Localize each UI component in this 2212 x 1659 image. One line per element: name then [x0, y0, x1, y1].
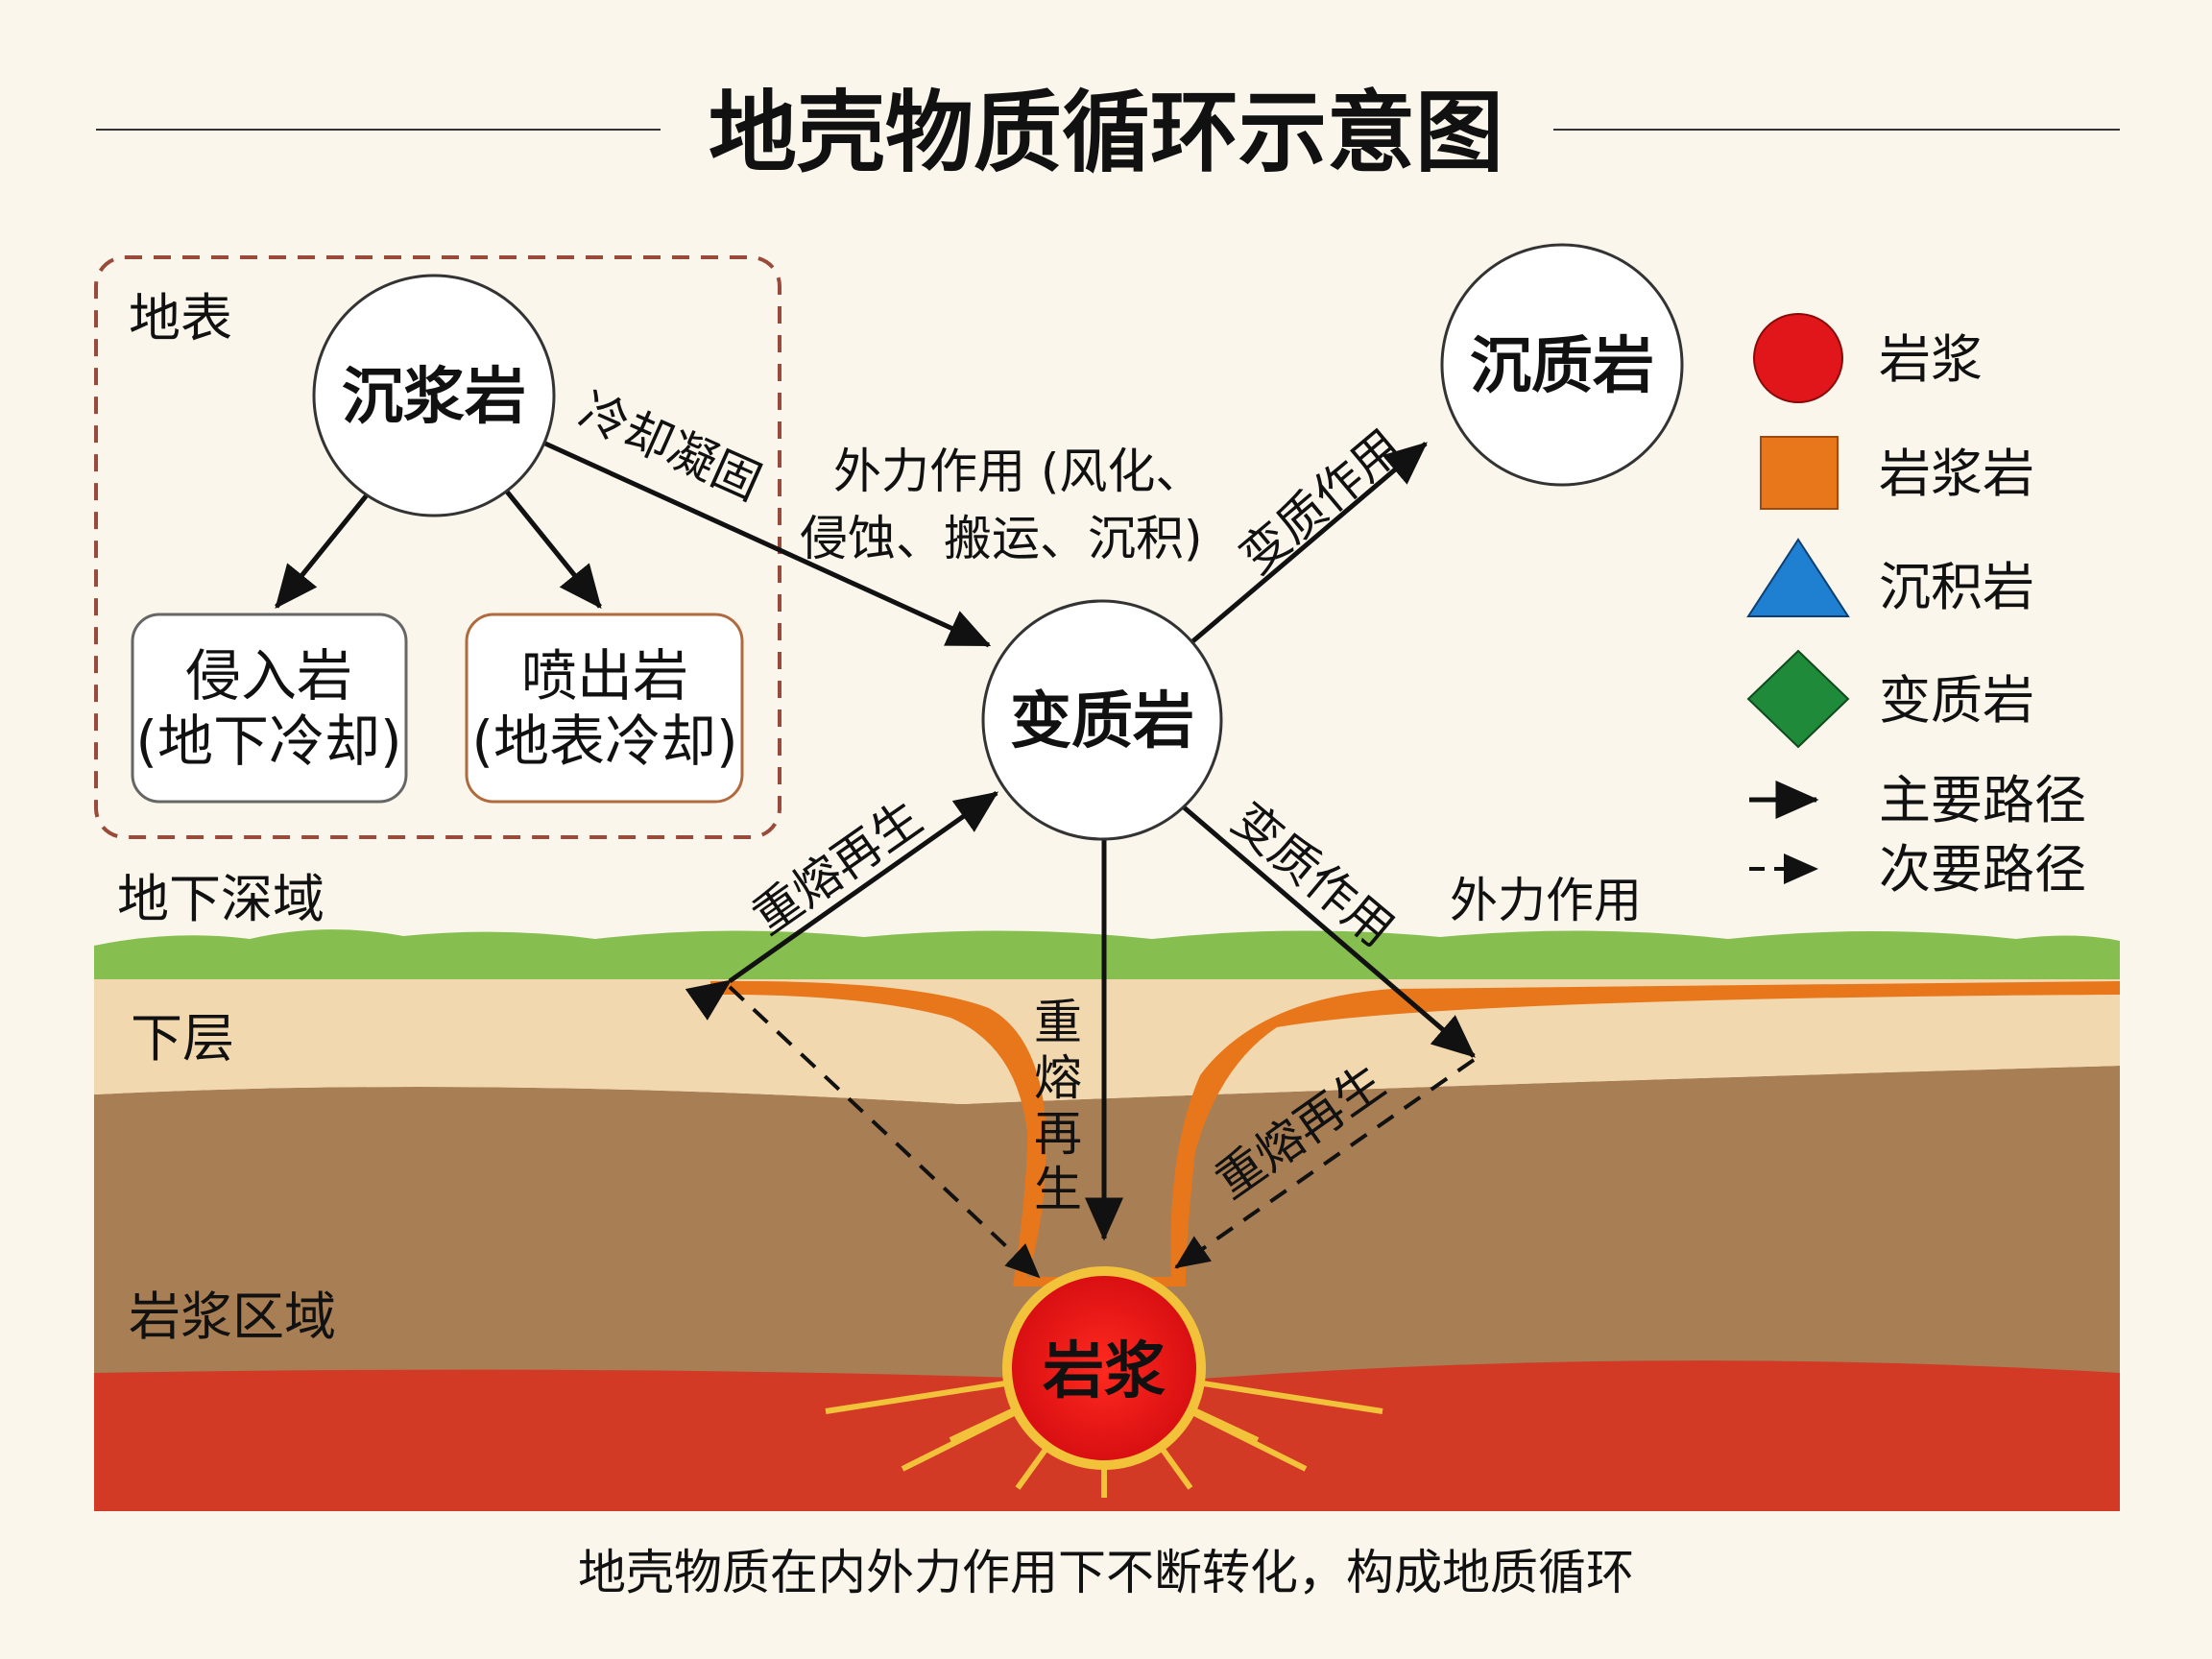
grass-layer: [94, 929, 2120, 979]
node-intrusive-box: [131, 613, 408, 804]
page-caption: 地壳物质在内外力作用下不断转化，构成地质循环: [578, 1545, 1634, 1600]
node-sedimentary-circle: [1440, 243, 1684, 487]
arrow-metamorphic-to-right-branch: [1181, 805, 1476, 1058]
dashed-left-to-magma: [728, 985, 1041, 1279]
zone-label-lower: 下层: [131, 1008, 234, 1069]
label-remelt-center-4: 生: [1034, 1162, 1082, 1217]
legend-magma-label: 岩浆: [1879, 329, 1983, 390]
legend: 岩浆 岩浆岩 沉积岩 变质岩 主要路径 次要路径: [1746, 313, 2086, 900]
node-extrusive-name: 喷出岩: [521, 643, 688, 709]
node-magma-circle: [1012, 1276, 1196, 1460]
zone-label-surface: 地表: [129, 288, 232, 349]
legend-igneous-rock-label: 岩浆岩: [1879, 444, 2034, 504]
node-intrusive-note: (地下冷却): [135, 709, 401, 774]
arrow-remelt-left: [685, 790, 999, 1021]
label-external-line2: 侵蚀、搬运、沉积): [800, 511, 1203, 566]
legend-sedimentary-rock-label: 沉积岩: [1879, 557, 2034, 617]
node-igneous-circle: [312, 274, 556, 517]
sand-layer: [94, 972, 2120, 1104]
legend-main-path-label: 主要路径: [1879, 770, 2086, 830]
label-cooling: 冷却凝固: [571, 382, 769, 511]
arrow-igneous-to-metamorphic: [543, 441, 992, 648]
node-extrusive-note: (地表冷却): [471, 709, 737, 774]
arrow-igneous-to-extrusive: [505, 490, 602, 609]
legend-metamorphic-rock-label: 变质岩: [1879, 670, 2034, 731]
arrow-igneous-to-intrusive: [275, 490, 372, 609]
zone-label-magma-zone: 岩浆区域: [129, 1286, 336, 1347]
node-magma-label: 岩浆: [1043, 1336, 1166, 1407]
label-remelt-center-2: 熔: [1034, 1050, 1082, 1106]
legend-magma-icon: [1753, 313, 1843, 403]
label-metamorphism-up: 变质作用: [1229, 419, 1411, 585]
main-arrows: [275, 441, 1476, 1241]
label-remelt-center-1: 重: [1034, 995, 1082, 1050]
node-intrusive-name: 侵入岩: [185, 643, 352, 709]
label-remelt-left: 重熔再生: [743, 790, 932, 946]
zone-label-deep: 地下深域: [117, 869, 325, 929]
node-metamorphic-circle: [981, 599, 1223, 841]
legend-sedimentary-rock-icon: [1746, 538, 1850, 617]
label-external-line1: 外力作用 (风化、: [833, 444, 1203, 499]
dashed-right-to-magma: [1174, 1058, 1476, 1269]
label-remelt-center-3: 再: [1034, 1106, 1082, 1162]
arrow-metamorphic-to-sedimentary: [1189, 442, 1428, 645]
legend-metamorphic-rock-icon: [1746, 649, 1850, 749]
legend-igneous-rock-icon: [1760, 436, 1839, 510]
node-metamorphic-label: 变质岩: [1010, 686, 1194, 757]
label-external-right: 外力作用: [1450, 873, 1642, 928]
node-extrusive-box: [465, 613, 744, 804]
secondary-arrows: [728, 985, 1476, 1279]
node-sedimentary-label: 沉质岩: [1470, 331, 1654, 402]
surface-frame: [94, 255, 781, 839]
page-title: 地壳物质循环示意图: [709, 82, 1503, 184]
legend-secondary-path-label: 次要路径: [1879, 839, 2086, 900]
node-igneous-label: 沉浆岩: [342, 362, 526, 433]
